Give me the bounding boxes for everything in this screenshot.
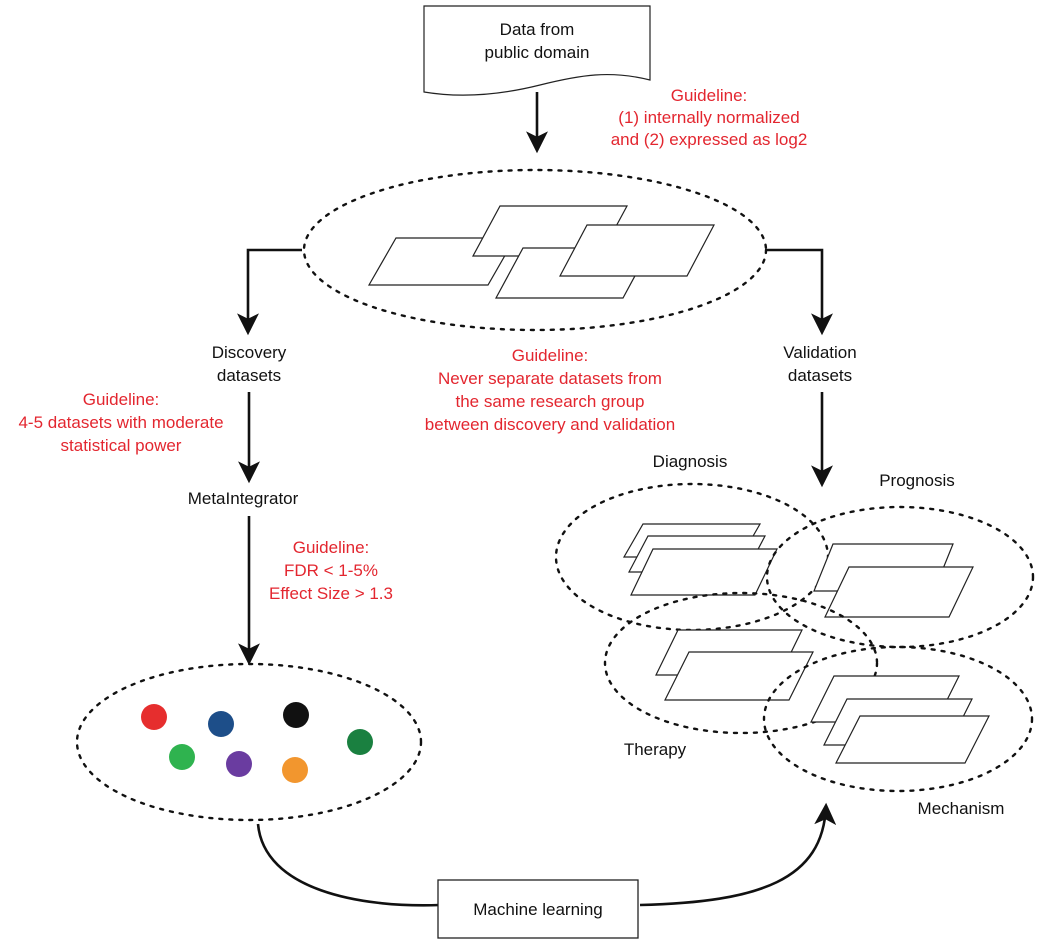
- guideline-separation-line3: the same research group: [456, 392, 645, 411]
- discovery-label-line1: Discovery: [212, 343, 287, 362]
- arrow-pool-to-discovery: [237, 248, 302, 336]
- prognosis-ellipse: [765, 505, 1035, 649]
- guideline-thresholds-line1: Guideline:: [293, 538, 370, 557]
- validation-node: Validation datasets: [783, 343, 856, 385]
- machine-learning-box: Machine learning: [437, 879, 639, 939]
- therapy-ellipse: [603, 591, 879, 735]
- guideline-normalization-line3: and (2) expressed as log2: [611, 130, 808, 149]
- source-document: Data from public domain: [423, 5, 651, 96]
- ml-curve-left: [256, 823, 441, 907]
- gene-dot-green: [169, 744, 195, 770]
- validation-label-line1: Validation: [783, 343, 856, 362]
- mechanism-label: Mechanism: [918, 799, 1005, 818]
- dataset-sheet: [630, 548, 778, 596]
- gene-signature: [75, 662, 423, 822]
- dataset-pool: [302, 168, 768, 332]
- arrow-pool-to-validation: [766, 248, 833, 336]
- diagnosis-label: Diagnosis: [653, 452, 728, 471]
- gene-dot-purple: [226, 751, 252, 777]
- validation-label-line2: datasets: [788, 366, 852, 385]
- dataset-sheet: [824, 566, 974, 618]
- dataset-sheet: [559, 224, 715, 277]
- mechanism-ellipse: [762, 645, 1034, 793]
- gene-dot-orange: [282, 757, 308, 783]
- machine-learning-label: Machine learning: [473, 900, 602, 919]
- guideline-separation-line2: Never separate datasets from: [438, 369, 662, 388]
- guideline-normalization-line1: Guideline:: [671, 86, 748, 105]
- guideline-normalization-line2: (1) internally normalized: [618, 108, 799, 127]
- source-label-line2: public domain: [485, 43, 590, 62]
- guideline-normalization: Guideline: (1) internally normalized and…: [611, 86, 808, 149]
- guideline-separation-line4: between discovery and validation: [425, 415, 675, 434]
- guideline-thresholds: Guideline: FDR < 1-5% Effect Size > 1.3: [269, 538, 393, 603]
- gene-dot-navy: [208, 711, 234, 737]
- dataset-sheet: [664, 651, 814, 701]
- gene-signature-ellipse: [75, 662, 423, 822]
- dataset-sheet: [835, 715, 990, 764]
- applications: Diagnosis Prognosis Therapy Mechanism: [554, 452, 1035, 818]
- guideline-power-line1: Guideline:: [83, 390, 160, 409]
- guideline-power-line3: statistical power: [61, 436, 182, 455]
- therapy-label: Therapy: [624, 740, 687, 759]
- metaintegrator-label: MetaIntegrator: [188, 489, 299, 508]
- guideline-thresholds-line2: FDR < 1-5%: [284, 561, 378, 580]
- guideline-discovery-power: Guideline: 4-5 datasets with moderate st…: [18, 390, 223, 455]
- gene-dot-darkgreen: [347, 729, 373, 755]
- ml-curve-right: [639, 802, 837, 907]
- discovery-node: Discovery datasets: [212, 343, 287, 385]
- gene-dot-black: [283, 702, 309, 728]
- prognosis-label: Prognosis: [879, 471, 955, 490]
- guideline-power-line2: 4-5 datasets with moderate: [18, 413, 223, 432]
- guideline-separation: Guideline: Never separate datasets from …: [425, 346, 675, 434]
- gene-dot-red: [141, 704, 167, 730]
- guideline-thresholds-line3: Effect Size > 1.3: [269, 584, 393, 603]
- discovery-label-line2: datasets: [217, 366, 281, 385]
- source-label-line1: Data from: [500, 20, 575, 39]
- guideline-separation-line1: Guideline:: [512, 346, 589, 365]
